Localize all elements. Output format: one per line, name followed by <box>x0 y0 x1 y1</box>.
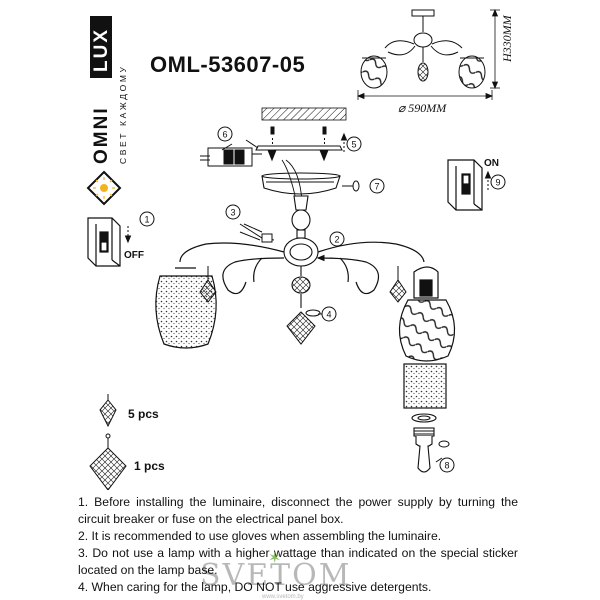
brand-logo: OMNI LUX СВЕТ КАЖДОМУ <box>86 16 128 206</box>
instruction-1: 1. Before installing the luminaire, disc… <box>78 495 518 526</box>
terminal-block <box>200 147 262 167</box>
logo-sun-icon <box>86 170 122 206</box>
light-bulb <box>413 427 435 473</box>
step-circle <box>321 306 337 322</box>
step-marker-4: 4 <box>321 306 337 322</box>
side-screw <box>344 180 360 192</box>
step-marker-9: 9 <box>490 174 506 190</box>
bulb-ring <box>438 440 450 448</box>
instruction-4: 4. When caring for the lamp, DO NOT use … <box>78 580 432 594</box>
watermark-url: www.svetom.by <box>262 594 304 600</box>
step-marker-6: 6 <box>217 126 233 142</box>
step-number: 6 <box>222 130 227 140</box>
step-arrows <box>124 132 492 463</box>
step-number: 3 <box>230 208 235 218</box>
brand-tagline: СВЕТ КАЖДОМУ <box>118 64 128 164</box>
step-marker-8: 8 <box>439 457 455 473</box>
model-title: OML-53607-05 <box>150 52 306 77</box>
step-circle <box>329 231 345 247</box>
step-number: 8 <box>444 461 449 471</box>
left-small-crystal <box>199 266 217 303</box>
switch-off-icon[interactable] <box>87 217 121 267</box>
step-marker-1: 1 <box>139 211 155 227</box>
step-number: 2 <box>334 235 339 245</box>
wire-connector <box>239 223 275 243</box>
part-count-large-crystal: 1 pcs <box>134 459 165 473</box>
step-circle <box>139 211 155 227</box>
canopy <box>261 172 341 195</box>
instruction-2: 2. It is recommended to use gloves when … <box>78 529 442 543</box>
step-circle <box>369 178 385 194</box>
right-socket-holder <box>413 266 439 299</box>
right-small-crystal <box>389 266 407 303</box>
assembly-diagram: H330MM ⌀ 590MM <box>87 8 514 490</box>
step-circle <box>225 204 241 220</box>
step-circle <box>439 457 455 473</box>
step-number: 9 <box>495 178 500 188</box>
step-number: 7 <box>374 182 379 192</box>
hanging-crystal <box>286 309 321 345</box>
step-number: 4 <box>326 310 331 320</box>
switch-off-label: OFF <box>124 250 144 261</box>
chandelier-body <box>283 195 319 308</box>
ceiling-hatch <box>261 107 347 121</box>
step-marker-3: 3 <box>225 204 241 220</box>
lamp-glass-tube <box>403 363 447 409</box>
dimension-diameter-label: ⌀ 590MM <box>398 101 447 115</box>
part-count-small-crystal: 5 pcs <box>128 407 159 421</box>
mounting-bracket <box>245 139 343 162</box>
instruction-3: 3. Do not use a lamp with a higher watta… <box>78 546 518 577</box>
step-marker-5: 5 <box>346 136 362 152</box>
step-markers: 1 2 3 4 5 6 7 8 9 <box>139 126 506 473</box>
step-circle <box>346 136 362 152</box>
logo-lux-text: LUX <box>91 28 112 72</box>
right-arm <box>317 241 425 295</box>
step-circle <box>490 174 506 190</box>
left-arm <box>175 242 285 295</box>
step-number: 5 <box>351 140 356 150</box>
right-lamp-shade <box>398 299 456 362</box>
switch-on-icon[interactable] <box>447 159 483 211</box>
switch-on-label: ON <box>484 158 499 169</box>
ceiling-screws <box>270 126 327 146</box>
step-marker-7: 7 <box>369 178 385 194</box>
step-number: 1 <box>144 215 149 225</box>
step-circle <box>217 126 233 142</box>
dimension-lines <box>356 8 500 100</box>
step-marker-2: 2 <box>329 231 345 247</box>
bulb-socket <box>411 413 437 423</box>
thumbnail-chandelier <box>360 9 486 89</box>
logo-lux-box <box>90 16 112 78</box>
parts-legend <box>89 394 127 490</box>
dimension-height-label: H330MM <box>500 14 514 63</box>
watermark-star-icon: ✶ <box>268 550 282 567</box>
logo-omni-text: OMNI <box>91 106 112 164</box>
